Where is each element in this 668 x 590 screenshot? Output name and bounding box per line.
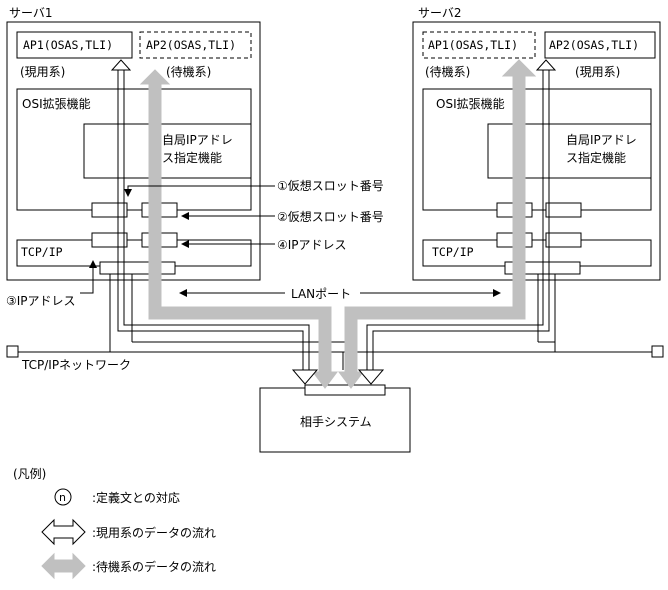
server-2-ap2-box [544,31,656,59]
partner-system-box [259,387,411,453]
server-1-ipfunc-box [83,123,252,179]
server-1-lan-port [99,261,176,275]
server-1: サーバ1 AP1(OSAS,TLI) AP2(OSAS,TLI) (現用系) (… [6,6,261,281]
legend-item-standby: :待機系のデータの流れ [92,559,216,574]
server-2-ap2-label: AP2(OSAS,TLI) [549,38,639,52]
server-2-ipfunc-line1: 自局IPアドレ [566,133,637,147]
server-2-label: サーバ2 [418,6,462,20]
legend-number-symbol [54,488,72,506]
server-2-ap2-role: (現用系) [575,65,620,79]
standby-flow [139,59,537,389]
callout-lan-port: LANポート [291,287,351,301]
partner-system-label: 相手システム [300,415,372,429]
server-1-tcpip-label: TCP/IP [21,245,63,259]
server-2-slot-b [545,202,582,218]
partner-system-port [304,384,386,396]
legend-title: (凡例) [13,467,46,481]
server-2-ap1-box [422,31,536,59]
legend-symbol-text: n [59,491,66,504]
callout-lines [80,185,501,297]
legend-standby-arrow [41,552,86,580]
network-left-terminal [6,345,19,358]
server-1-ap1-role: (現用系) [20,65,65,79]
network-label: TCP/IPネットワーク [21,358,131,372]
legend-active-arrow [41,518,86,546]
server-2-ap1-role: (待機系) [425,64,470,79]
server-1-ap2-role: (待機系) [166,64,211,79]
server-1-slot-a [91,202,128,218]
legend-item-definition: :定義文との対応 [92,490,180,505]
network-right-terminal [651,345,664,358]
server-1-ipfunc-line2: ス指定機能 [162,150,222,165]
server-2-osi-label: OSI拡張機能 [436,96,505,111]
legend-item-active: :現用系のデータの流れ [92,525,216,540]
server-1-ipfunc-line1: 自局IPアドレ [162,133,233,147]
legend: (凡例) n :定義文との対応 :現用系のデータの流れ :待機系のデータの流れ [13,467,216,580]
callout-virtual-slot-1: ①仮想スロット番号 [277,178,384,193]
server-2-ip-b [545,232,582,248]
server-1-ip-a [91,232,128,248]
server-1-label: サーバ1 [9,6,53,20]
server-2-tcpip-label: TCP/IP [432,245,474,259]
server-2-ap1-label: AP1(OSAS,TLI) [428,38,518,52]
server-1-osi-label: OSI拡張機能 [22,96,91,111]
server-2-ipfunc-line2: ス指定機能 [566,150,626,165]
server-2: サーバ2 AP1(OSAS,TLI) AP2(OSAS,TLI) (待機系) (… [412,6,661,281]
server-1-ap2-label: AP2(OSAS,TLI) [146,38,236,52]
active-flow [110,59,557,385]
server-1-ap1-label: AP1(OSAS,TLI) [23,38,113,52]
callout-ip-address-4: ④IPアドレス [277,238,347,252]
server-2-ipfunc-box [487,123,652,179]
callout-ip-address-3: ③IPアドレス [6,294,76,308]
network-lines [18,274,652,370]
server-1-ap2-box [139,31,252,59]
server-1-frame [6,21,261,281]
callout-virtual-slot-2: ②仮想スロット番号 [277,209,384,224]
server-2-frame [412,21,661,281]
server-1-ap1-box [16,31,133,59]
